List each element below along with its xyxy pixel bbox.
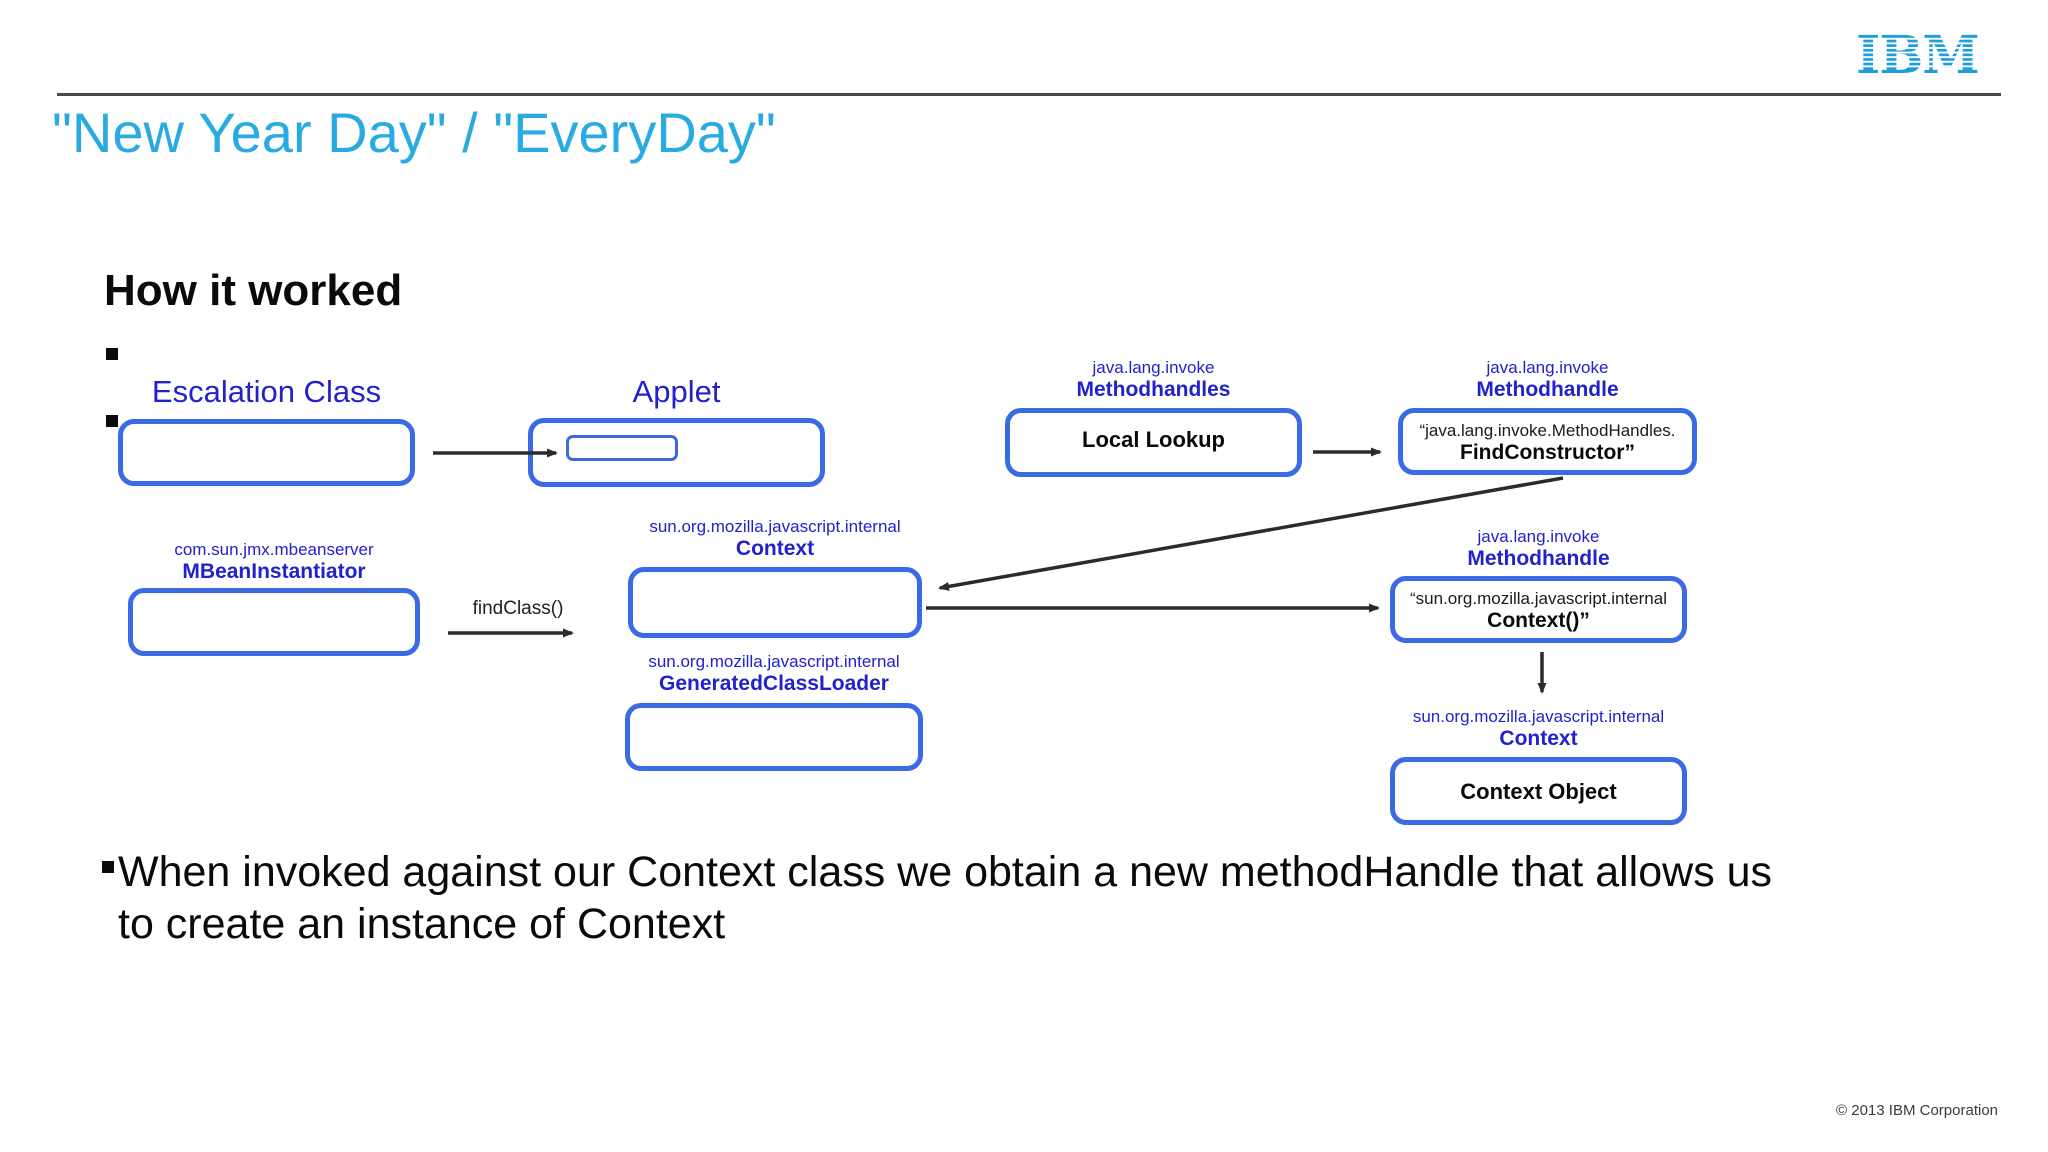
copyright-text: © 2013 IBM Corporation [1836,1102,1998,1119]
findconstructor-box: “java.lang.invoke.MethodHandles. FindCon… [1398,408,1697,475]
header-divider [57,93,2001,96]
label-methodhandle-findconstructor: java.lang.invoke Methodhandle [1398,358,1697,401]
class-name: Methodhandle [1467,547,1610,570]
class-name: Context [735,537,815,560]
svg-text:IBM: IBM [1856,28,1979,82]
label-escalation-class: Escalation Class [151,374,382,409]
context-mid-box [628,567,922,638]
label-context-object: sun.org.mozilla.javascript.internal Cont… [1390,707,1687,750]
package-name: sun.org.mozilla.javascript.internal [1412,707,1665,726]
mbeaninstantiator-box [128,588,420,656]
package-name: java.lang.invoke [1092,358,1215,377]
package-name: java.lang.invoke [1486,358,1609,377]
findconstructor-line1: “java.lang.invoke.MethodHandles. [1419,421,1676,440]
escalation-class-box [118,419,415,486]
context-object-text: Context Object [1460,779,1617,804]
class-name: Context [1499,727,1578,750]
package-name: java.lang.invoke [1477,527,1600,546]
class-name: MBeanInstantiator [182,560,366,583]
package-name: sun.org.mozilla.javascript.internal [648,652,900,671]
class-name: GeneratedClassLoader [659,672,889,695]
label-mbeaninstantiator: com.sun.jmx.mbeanserver MBeanInstantiato… [128,540,420,583]
body-bullet-square [102,861,114,873]
methodhandle-context-box: “sun.org.mozilla.javascript.internal Con… [1390,576,1687,643]
label-applet: Applet [632,374,721,409]
methodhandle-context-line1: “sun.org.mozilla.javascript.internal [1410,589,1667,608]
package-name: com.sun.jmx.mbeanserver [174,540,374,559]
context-object-box: Context Object [1390,757,1687,825]
ibm-logo: IBM [1854,28,1994,82]
slide-title: "New Year Day" / "EveryDay" [52,101,776,164]
section-heading: How it worked [104,266,403,315]
label-methodhandles: java.lang.invoke Methodhandles [1005,358,1302,401]
label-context-mid: sun.org.mozilla.javascript.internal Cont… [628,517,922,560]
methodhandle-context-line2: Context()” [1487,609,1590,632]
class-name: Methodhandles [1076,378,1231,401]
bullet-square-2 [106,415,118,427]
local-lookup-text: Local Lookup [1082,427,1225,452]
local-lookup-box: Local Lookup [1005,408,1302,477]
body-bullet-text: When invoked against our Context class w… [118,848,1773,948]
bullet-square-1 [106,348,118,360]
findconstructor-line2: FindConstructor” [1460,441,1635,464]
findclass-arrow-label: findClass() [472,598,564,619]
label-generatedclassloader: sun.org.mozilla.javascript.internal Gene… [625,652,923,695]
generatedclassloader-box [625,703,923,771]
label-methodhandle-context: java.lang.invoke Methodhandle [1390,527,1687,570]
applet-inner-rect [566,435,678,461]
package-name: sun.org.mozilla.javascript.internal [649,517,901,536]
class-name: Methodhandle [1476,378,1619,401]
